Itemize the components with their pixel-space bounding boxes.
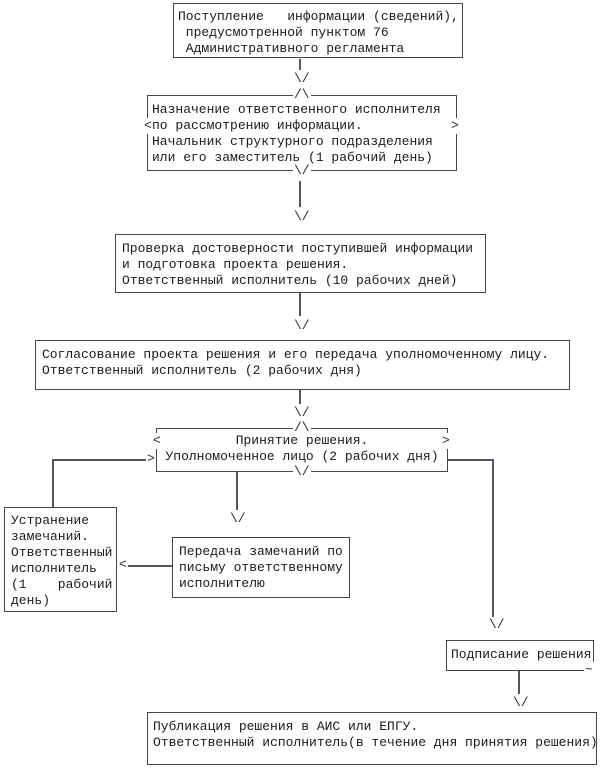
arrow-up-icon: /\ (293, 87, 311, 103)
node-verify-information: Проверка достоверности поступившей инфор… (115, 234, 486, 293)
arrow-down-icon: \/ (293, 209, 311, 225)
arrowhead-right-icon: > (146, 451, 156, 467)
connector-sign-to-publish (518, 671, 520, 694)
arrow-down-icon: \/ (229, 511, 247, 527)
connector-received-to-assign (299, 59, 301, 70)
arrow-down-icon: \/ (293, 464, 311, 480)
arrow-down-icon: \/ (512, 695, 530, 711)
arrowhead-right-icon: > (441, 433, 451, 449)
arrowhead-left-icon: < (152, 433, 162, 449)
arrowhead-right-icon: > (450, 118, 460, 134)
arrowhead-left-icon: < (118, 557, 128, 573)
connector-assign-to-verify (299, 181, 301, 207)
connector-verify-to-approve (299, 293, 301, 316)
connector-decision-right-horizontal (448, 459, 493, 461)
arrow-down-icon: \/ (293, 405, 311, 421)
arrow-down-icon: \/ (293, 163, 311, 179)
arrowhead-left-icon: < (143, 118, 153, 134)
connector-decision-to-sign (492, 459, 494, 617)
node-publish-decision: Публикация решения в АИС или ЕПГУ. Ответ… (147, 712, 598, 765)
arrow-down-icon: \/ (293, 71, 311, 87)
arrow-up-icon: /\ (293, 420, 311, 436)
node-sign-decision: Подписание решения (446, 640, 594, 671)
connector-decision-to-remarks (236, 472, 238, 510)
connector-fixloop-vertical (52, 459, 54, 507)
node-fix-remarks: Устранение замечаний. Ответственный испо… (4, 507, 117, 612)
connector-fixloop-horizontal (53, 459, 147, 461)
arrow-down-icon: \/ (488, 617, 506, 633)
node-approve-draft-decision: Согласование проекта решения и его перед… (35, 340, 570, 390)
connector-remarks-to-fix (126, 565, 172, 567)
arrow-down-icon: \/ (293, 318, 311, 334)
node-assign-executor: Назначение ответственного исполнителя по… (147, 95, 457, 171)
connector-approve-to-decision (299, 390, 301, 404)
tilde-mark: ~ (584, 662, 594, 678)
node-information-received: Поступление информации (сведений), преду… (173, 3, 463, 58)
node-transfer-remarks: Передача замечаний по письму ответственн… (172, 537, 350, 598)
